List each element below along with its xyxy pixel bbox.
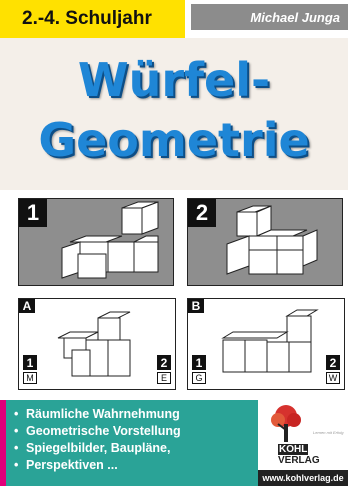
- cube-panel-1: 1: [18, 198, 174, 286]
- panel-b-letter-2: W: [326, 372, 340, 384]
- panel-number-2: 2: [188, 199, 216, 227]
- header-bar: 2.-4. Schuljahr Michael Junga: [0, 0, 348, 38]
- publisher-slogan: Lernen mit Erfolg: [313, 430, 344, 435]
- panel-letter-a: A: [19, 299, 35, 313]
- publisher-name: KOHL VERLAG: [278, 444, 348, 466]
- panel-b-num-2: 2: [326, 355, 340, 370]
- panel-a-letter-1: M: [23, 372, 37, 384]
- author-area: Michael Junga: [185, 0, 348, 38]
- cube-drawing-1: [61, 201, 159, 279]
- publisher-name-kohl: KOHL: [278, 444, 309, 455]
- panel-a-letter-2: E: [157, 372, 171, 384]
- panel-a-num-1: 1: [23, 355, 37, 370]
- feature-list: Räumliche Wahrnehmung Geometrische Vorst…: [0, 400, 258, 486]
- publisher-area: Lernen mit Erfolg KOHL VERLAG www.kohlve…: [258, 400, 348, 486]
- cube-panel-b: B 1 G 2 W: [187, 298, 345, 390]
- feature-item: Spiegelbilder, Baupläne,: [12, 440, 258, 457]
- author-name: Michael Junga: [191, 4, 348, 30]
- tree-logo-icon: [271, 405, 301, 442]
- grade-label: 2.-4. Schuljahr: [0, 0, 185, 38]
- accent-edge: [0, 400, 6, 486]
- panel-number-1: 1: [19, 199, 47, 227]
- cube-drawing-a: [57, 311, 131, 377]
- feature-item-continued: Perspektiven ...: [12, 457, 258, 474]
- cube-panel-a: A 1 M 2 E: [18, 298, 176, 390]
- panel-b-letter-1: G: [192, 372, 206, 384]
- title-area: Würfel- Geometrie: [0, 38, 348, 190]
- feature-item: Geometrische Vorstellung: [12, 423, 258, 440]
- publisher-website[interactable]: www.kohlverlag.de: [258, 470, 348, 486]
- panel-a-num-2: 2: [157, 355, 171, 370]
- feature-item: Räumliche Wahrnehmung: [12, 406, 258, 423]
- panel-letter-b: B: [188, 299, 204, 313]
- cube-drawing-2: [226, 205, 318, 275]
- title-line-1: Würfel-: [77, 53, 271, 107]
- publisher-name-verlag: VERLAG: [278, 455, 320, 466]
- cube-panel-2: 2: [187, 198, 343, 286]
- cube-drawing-b: [221, 309, 319, 373]
- title-line-2: Geometrie: [38, 113, 310, 167]
- panel-b-num-1: 1: [192, 355, 206, 370]
